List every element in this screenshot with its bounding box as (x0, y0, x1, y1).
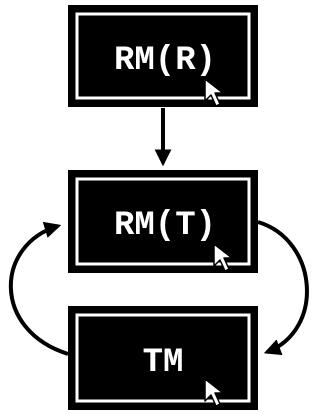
edge-rm-t-to-tm (257, 220, 309, 356)
node-rm-t: RM(T) (68, 170, 258, 273)
node-tm-label: TM (143, 344, 184, 382)
node-rm-r-label: RM(R) (114, 42, 216, 80)
node-rm-t-label: RM(T) (114, 207, 216, 245)
mouse-pointer-icon (204, 78, 224, 107)
node-tm: TM (68, 306, 258, 410)
mouse-pointer-icon (213, 243, 233, 272)
edge-tm-to-rm-t (8, 221, 69, 356)
node-rm-r: RM(R) (68, 5, 258, 107)
mouse-pointer-icon (204, 378, 224, 407)
